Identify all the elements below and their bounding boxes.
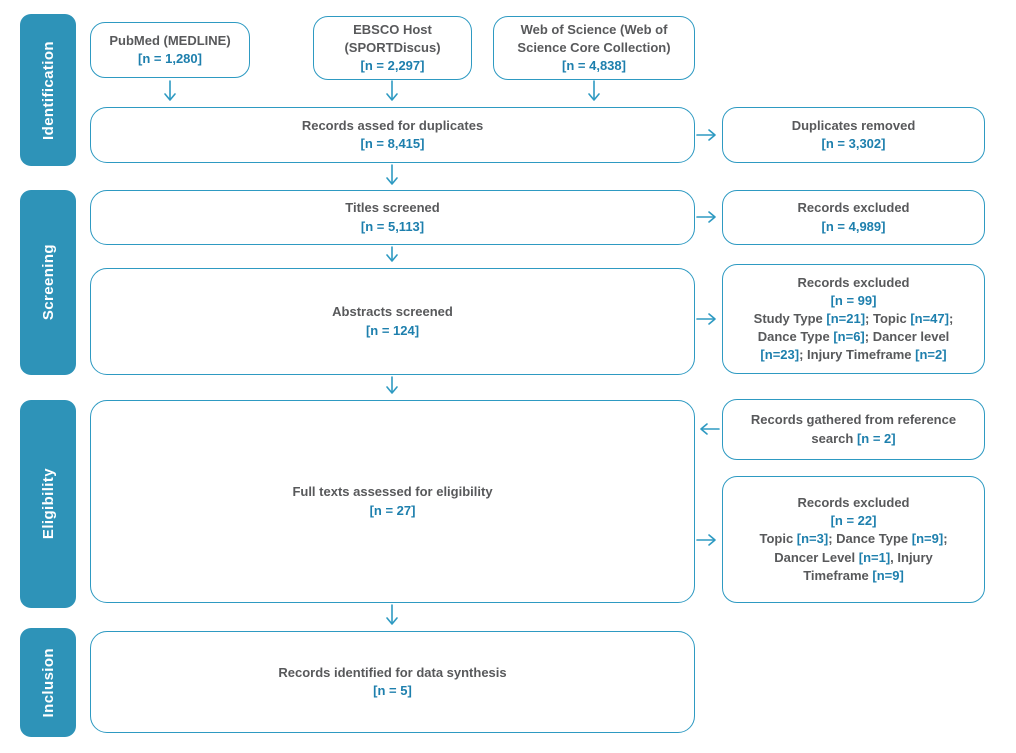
box-records-excluded-fulltexts: Records excluded[n = 22]Topic [n=3]; Dan… [722,476,985,603]
stage-identification: Identification [20,14,76,166]
box-titles-screened: Titles screened[n = 5,113] [90,190,695,245]
box-data-synthesis: Records identified for data synthesis[n … [90,631,695,733]
stage-inclusion-label: Inclusion [39,647,57,718]
box-duplicates-assessed: Records assed for duplicates[n = 8,415] [90,107,695,163]
arrow-reference-search-left [700,423,720,435]
box-abstracts-screened: Abstracts screened[n = 124] [90,268,695,375]
arrow-fulltexts-down [386,604,398,625]
stage-identification-label: Identification [39,40,57,140]
arrow-duplicates-removed-right [696,129,716,141]
arrow-duplicates-down [386,164,398,185]
arrow-pubmed-down [164,80,176,101]
stage-eligibility: Eligibility [20,400,76,608]
box-duplicates-removed: Duplicates removed[n = 3,302] [722,107,985,163]
stage-screening: Screening [20,190,76,375]
box-full-texts-assessed: Full texts assessed for eligibility[n = … [90,400,695,603]
box-pubmed: PubMed (MEDLINE)[n = 1,280] [90,22,250,78]
arrow-wos-down [588,80,600,101]
arrow-titles-down [386,246,398,262]
stage-eligibility-label: Eligibility [39,468,57,540]
arrow-excluded-abstracts-right [696,313,716,325]
arrow-excluded-titles-right [696,211,716,223]
box-records-excluded-titles: Records excluded[n = 4,989] [722,190,985,245]
stage-inclusion: Inclusion [20,628,76,737]
box-ebsco: EBSCO Host(SPORTDiscus)[n = 2,297] [313,16,472,80]
stage-screening-label: Screening [39,244,57,321]
box-records-excluded-abstracts: Records excluded[n = 99]Study Type [n=21… [722,264,985,374]
arrow-ebsco-down [386,80,398,101]
arrow-abstracts-down [386,376,398,394]
arrow-excluded-fulltexts-right [696,534,716,546]
